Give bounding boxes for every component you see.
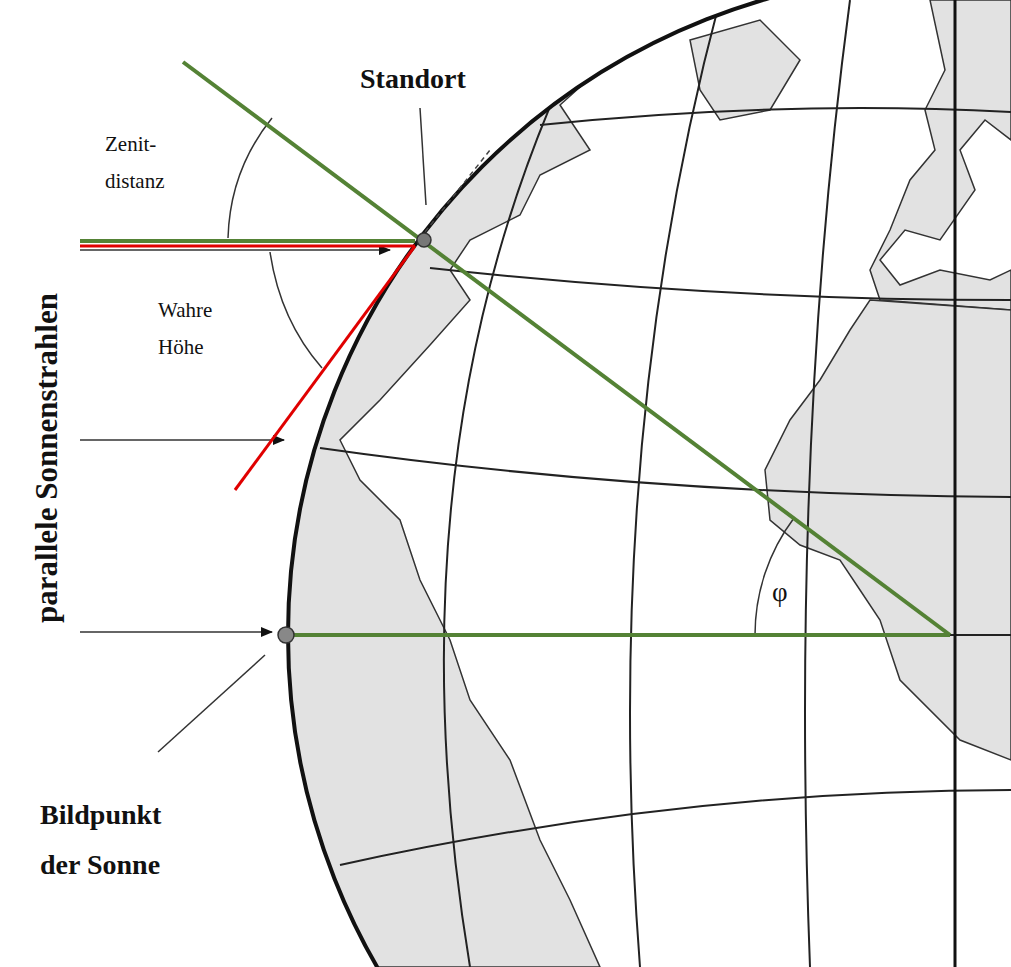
earth-axis	[954, 0, 957, 967]
zenith-line	[183, 62, 950, 635]
globe-outline	[288, 0, 1011, 967]
zenith-distance-arc	[228, 118, 272, 238]
continent	[0, 0, 640, 967]
continent	[765, 300, 1011, 760]
latitude-angle-arc	[755, 518, 794, 635]
leader-line	[420, 108, 426, 205]
true-altitude-arc	[270, 252, 322, 368]
sun-ray-arrow	[80, 631, 272, 633]
sun-ray-arrow	[80, 439, 284, 441]
sun-rays-label: parallele Sonnenstrahlen	[28, 289, 65, 627]
meridian-line	[805, 0, 850, 967]
equator-line	[950, 634, 1011, 636]
sun-ray-arrow	[80, 249, 390, 251]
leader-line	[158, 655, 265, 752]
true-altitude-label: Wahre Höhe	[158, 292, 212, 366]
latitude-line	[430, 268, 1011, 300]
zenith-dashed-line	[425, 150, 490, 232]
subsolar-point-dot	[278, 627, 294, 643]
angle-label: φ	[772, 576, 788, 608]
horizon-line	[235, 246, 415, 490]
continent	[690, 20, 800, 120]
meridian-line	[630, 0, 720, 967]
continent	[870, 0, 1011, 310]
sun-ray-line	[80, 239, 415, 243]
latitude-line	[320, 448, 1011, 497]
subsolar-point-label: Bildpunkt der Sonne	[40, 790, 161, 891]
meridian-line	[444, 0, 600, 967]
zenith-distance-label: Zenit- distanz	[105, 126, 164, 200]
sun-ray-line	[80, 245, 415, 248]
latitude-line	[340, 790, 1011, 865]
latitude-line	[540, 108, 1011, 125]
radius-line	[290, 633, 950, 637]
position-label: Standort	[360, 62, 466, 96]
position-dot	[417, 233, 431, 247]
